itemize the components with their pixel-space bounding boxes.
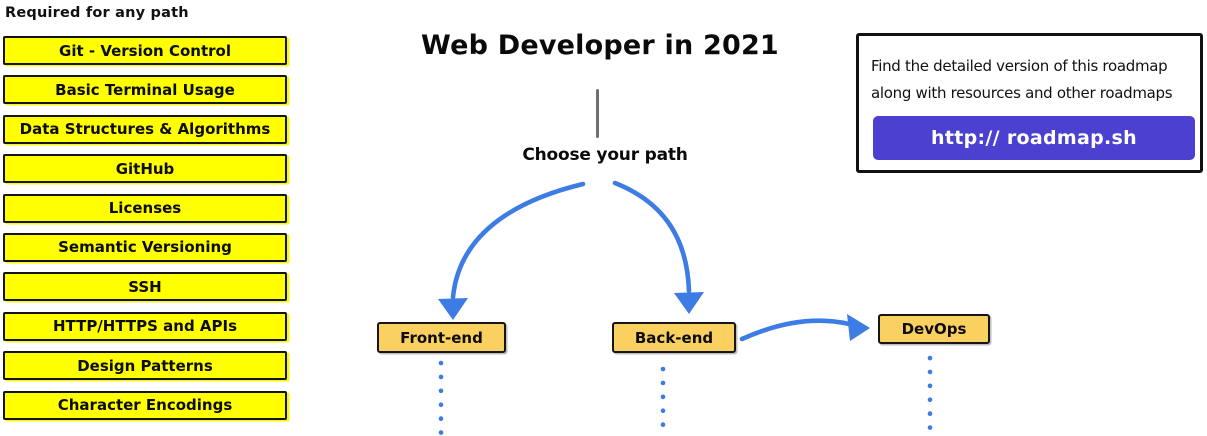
- info-line-2: along with resources and other roadmaps: [871, 84, 1173, 102]
- arrowhead-devops: [847, 314, 870, 341]
- topic-git[interactable]: Git - Version Control: [3, 36, 287, 65]
- topic-github[interactable]: GitHub: [3, 154, 287, 184]
- sidebar-heading: Required for any path: [5, 5, 189, 21]
- topic-data-structures[interactable]: Data Structures & Algorithms: [3, 114, 287, 144]
- topic-licenses[interactable]: Licenses: [3, 193, 287, 223]
- topic-semver[interactable]: Semantic Versioning: [3, 232, 287, 262]
- topic-http-apis[interactable]: HTTP/HTTPS and APIs: [3, 311, 287, 341]
- roadmap-url-button[interactable]: http:// roadmap.sh: [873, 116, 1195, 160]
- arrowhead-frontend: [438, 298, 468, 320]
- topic-design-patterns[interactable]: Design Patterns: [3, 351, 287, 381]
- topic-terminal[interactable]: Basic Terminal Usage: [3, 75, 287, 105]
- topic-ssh[interactable]: SSH: [3, 272, 287, 302]
- info-text: Find the detailed version of this roadma…: [871, 53, 1197, 107]
- page-title: Web Developer in 2021: [421, 30, 779, 61]
- arrow-to-backend: [612, 180, 692, 294]
- arrowhead-backend: [674, 292, 704, 314]
- arrow-to-frontend: [450, 181, 586, 300]
- node-backend[interactable]: Back-end: [612, 322, 736, 353]
- arrow-backend-to-devops: [739, 318, 852, 342]
- required-topics-list: Git - Version Control Basic Terminal Usa…: [3, 36, 287, 420]
- node-devops[interactable]: DevOps: [878, 314, 990, 344]
- title-connector-line: [596, 89, 600, 138]
- required-topics-sidebar: Required for any path Git - Version Cont…: [3, 5, 289, 420]
- topic-character-encodings[interactable]: Character Encodings: [3, 390, 287, 420]
- roadmap-info-box: Find the detailed version of this roadma…: [856, 33, 1203, 173]
- node-frontend[interactable]: Front-end: [377, 322, 506, 353]
- choose-path-label: Choose your path: [522, 145, 688, 165]
- info-line-1: Find the detailed version of this roadma…: [871, 57, 1168, 75]
